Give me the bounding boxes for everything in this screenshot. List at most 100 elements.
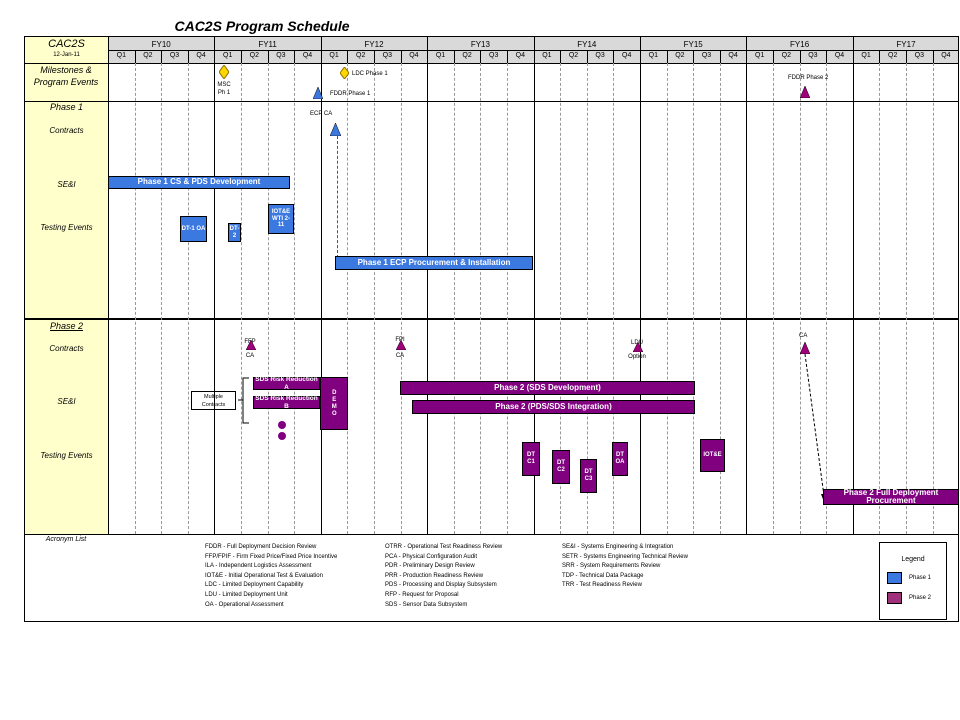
quarter-gridline <box>267 63 269 534</box>
quarter-label: Q4 <box>728 52 738 59</box>
quarter-gridline <box>374 63 375 534</box>
quarter-divider <box>134 50 136 63</box>
ldc-diamond-icon <box>340 67 349 79</box>
legend-phase1-label: Phase 1 <box>909 575 932 581</box>
header-bottom-line <box>25 63 959 64</box>
quarter-label: Q4 <box>834 52 845 59</box>
schedule-frame <box>24 36 959 622</box>
dt-oa-bar: DT OA <box>612 442 628 476</box>
quarter-gridline <box>586 63 588 534</box>
ca-label: CA <box>799 333 808 339</box>
acronym-entry: LDC - Limited Deployment Capability <box>205 582 304 589</box>
fiscal-year-label: FY16 <box>790 40 810 49</box>
phase2-full-deployment-bar: Phase 2 Full Deployment Procurement <box>823 488 959 505</box>
fiscal-year-label: FY12 <box>364 40 384 49</box>
dt2-bar: DT-2 <box>228 223 241 242</box>
acronym-entry: IOT&E - Initial Operational Test & Evalu… <box>205 572 323 579</box>
quarter-divider <box>693 50 695 63</box>
msc-diamond-icon <box>219 65 229 79</box>
bracket-icon <box>238 377 249 424</box>
fddr1-label: FDDR Phase 1 <box>330 91 371 97</box>
quarter-label: Q2 <box>462 52 472 59</box>
sds-risk-b-bar: SDS Risk Reduction B <box>253 395 320 410</box>
quarter-divider <box>267 50 269 63</box>
fiscal-year-label: FY11 <box>258 40 277 49</box>
quarter-gridline <box>879 63 881 534</box>
quarter-label: Q2 <box>568 52 579 59</box>
iotse-bar: IOT&E <box>700 439 725 472</box>
quarter-divider <box>799 50 801 63</box>
quarter-gridline <box>799 63 801 534</box>
quarter-gridline <box>560 63 562 534</box>
acronym-column-3: SE&I - Systems Engineering & Integration… <box>562 543 688 591</box>
quarter-divider <box>453 50 455 63</box>
acronym-entry: FDDR - Full Deployment Decision Review <box>205 544 317 550</box>
row-label-column <box>25 37 108 534</box>
quarter-divider <box>347 50 349 63</box>
row-label-contracts-1: Contracts <box>49 126 84 135</box>
quarter-divider <box>560 50 562 63</box>
quarter-label: Q4 <box>515 52 525 59</box>
quarter-label: Q2 <box>143 52 153 59</box>
quarter-gridline <box>161 63 163 534</box>
quarter-gridline <box>453 63 455 534</box>
quarter-divider <box>187 50 189 63</box>
quarter-label: Q2 <box>781 52 791 59</box>
quarter-label: Q4 <box>302 52 313 59</box>
ca-triangle-icon <box>800 342 810 354</box>
quarter-label: Q3 <box>489 52 499 59</box>
iotse-wti-bar: IOT&E WTI 2-11 <box>268 204 294 234</box>
legend-box <box>879 542 947 620</box>
ecp-ca-label: ECP CA <box>310 111 333 117</box>
quarter-gridline <box>693 63 695 534</box>
program-date: 12-Jan-11 <box>53 52 80 58</box>
program-name: CAC2S <box>48 38 85 50</box>
quarter-divider <box>294 50 296 63</box>
phase1-cs-pds-bar: Phase 1 CS & PDS Development <box>108 176 290 189</box>
header-divider <box>108 50 959 51</box>
quarter-gridline <box>666 63 668 534</box>
year-divider <box>427 37 429 534</box>
legend-phase2-swatch <box>887 592 902 604</box>
row-label-sei-1: SE&I <box>57 180 76 189</box>
quarter-label: Q1 <box>648 52 658 59</box>
quarter-label: Q4 <box>622 52 632 59</box>
quarter-label: Q4 <box>409 52 419 59</box>
quarter-divider <box>586 50 588 63</box>
milestone-dot-icon <box>278 421 286 440</box>
ecp-ca-triangle-icon <box>330 123 341 136</box>
quarter-label: Q2 <box>675 52 685 59</box>
acronym-entry: SE&I - Systems Engineering & Integration <box>562 544 674 550</box>
quarter-gridline <box>347 63 349 534</box>
ca-dashed-arrow <box>804 354 827 502</box>
quarter-divider <box>480 50 482 63</box>
milestones-divider <box>25 101 959 102</box>
quarter-gridline <box>134 63 136 534</box>
acronym-entry: FFP/FPIF - Firm Fixed Price/Fixed Price … <box>205 553 338 560</box>
quarter-divider <box>613 50 615 63</box>
ecp-dashed-connector <box>337 136 338 258</box>
quarter-divider <box>161 50 163 63</box>
acronym-entry: SDS - Sensor Data Subsystem <box>385 601 468 608</box>
quarter-gridline <box>826 63 828 534</box>
phase2-pds-sds-bar: Phase 2 (PDS/SDS Integration) <box>412 400 695 414</box>
quarter-label: Q1 <box>755 52 765 59</box>
acronym-entry: SETR - Systems Engineering Technical Rev… <box>562 553 688 560</box>
quarter-gridline <box>932 63 934 534</box>
year-divider <box>746 37 748 534</box>
phase1-ecp-bar: Phase 1 ECP Procurement & Installation <box>335 256 533 270</box>
acronym-entry: OTRR - Operational Test Readiness Review <box>385 544 503 550</box>
quarter-label: Q3 <box>914 52 924 59</box>
row-label-testing-2: Testing Events <box>40 451 93 460</box>
demo-label: DEMO <box>331 389 338 418</box>
quarter-label: Q3 <box>701 52 712 59</box>
quarter-divider <box>773 50 774 63</box>
multiple-contracts-box: Multiple Contracts <box>191 391 236 410</box>
quarter-gridline <box>241 63 242 534</box>
quarter-label: Q3 <box>595 52 605 59</box>
quarter-divider <box>906 50 907 63</box>
quarter-label: Q2 <box>249 52 259 59</box>
quarter-gridline <box>719 63 721 534</box>
acronym-entry: TDP - Technical Data Package <box>562 572 644 579</box>
